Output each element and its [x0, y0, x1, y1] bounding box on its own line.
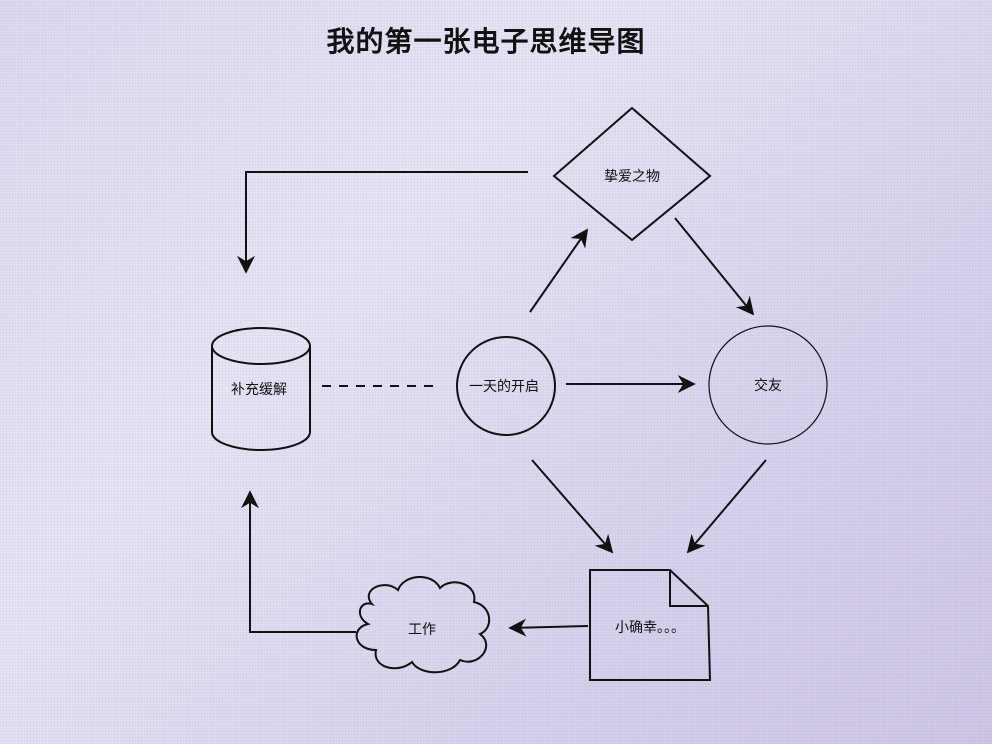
cloud-shape: [355, 576, 490, 674]
node-work-label: 工作: [408, 622, 436, 638]
diamond-shape: [552, 106, 712, 242]
node-friends-label: 交友: [754, 377, 782, 394]
node-happiness-label: 小确幸。。。: [615, 620, 685, 636]
node-work[interactable]: 工作: [355, 576, 490, 674]
node-friends[interactable]: 交友: [708, 325, 828, 445]
node-start-label: 一天的开启: [469, 379, 539, 395]
edge-work-to-relief: [241, 490, 356, 633]
document-fold: [669, 570, 708, 607]
edge-happiness-to-work: [508, 618, 589, 637]
edge-start-to-happiness: [531, 459, 614, 554]
node-relief-label: 补充缓解: [231, 382, 287, 398]
circle-shape: [708, 325, 828, 445]
node-relief[interactable]: 补充缓解: [211, 327, 311, 451]
cylinder-top: [211, 327, 311, 365]
cylinder-body: [211, 346, 311, 451]
document-shape: [589, 569, 712, 681]
node-love-label: 挚爱之物: [604, 169, 660, 185]
edge-start-to-love: [529, 228, 589, 313]
edge-friends-to-happiness: [686, 459, 767, 554]
edges: [237, 171, 767, 637]
edge-love-to-friends: [674, 217, 755, 316]
edge-love-to-relief: [237, 171, 528, 274]
node-love[interactable]: 挚爱之物: [552, 106, 712, 242]
node-happiness[interactable]: 小确幸。。。: [589, 569, 712, 681]
circle-shape: [456, 336, 556, 436]
node-start[interactable]: 一天的开启: [456, 336, 556, 436]
diagram-title: 我的第一张电子思维导图: [326, 25, 646, 58]
nodes: 挚爱之物 补充缓解 一天的开启 交友 小确幸。。。 工作: [211, 106, 828, 681]
